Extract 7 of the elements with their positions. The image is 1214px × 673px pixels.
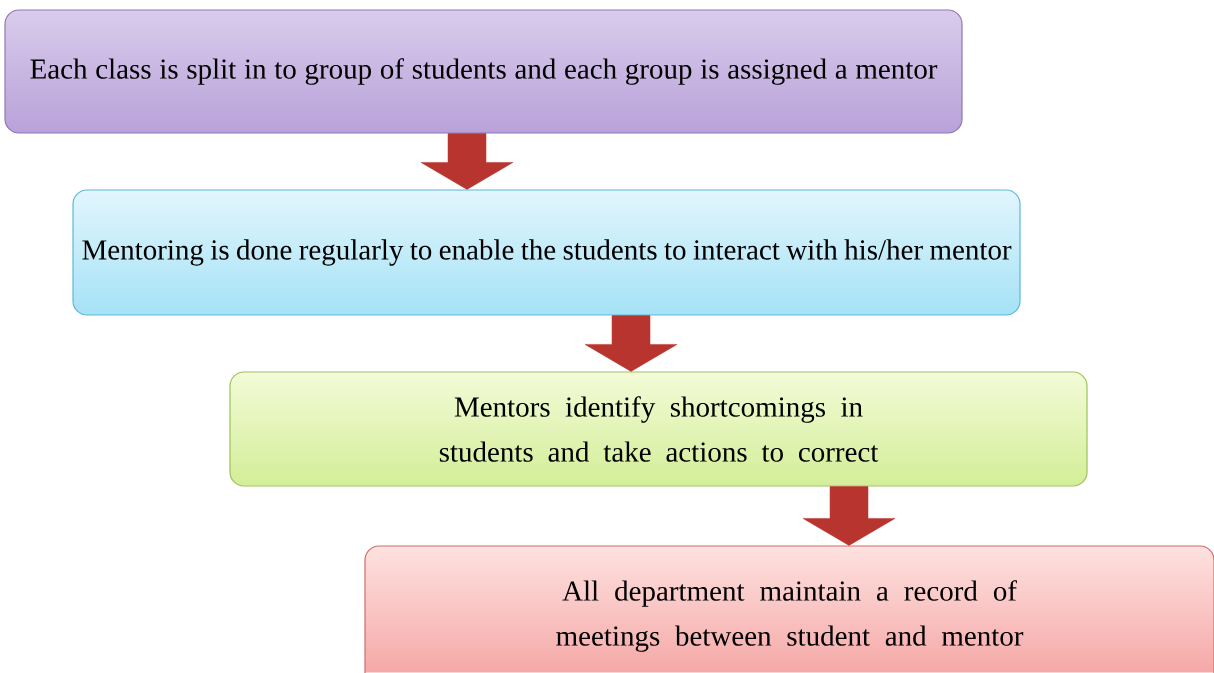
process-box: Mentors identify shortcomings in students and take actions to correct <box>229 371 1088 487</box>
process-box: Each class is split in to group of students and each group is assigned a mentor <box>4 9 963 134</box>
process-box: All department maintain a record of meetings between student and mentor <box>364 545 1214 673</box>
block-arrow <box>420 133 514 190</box>
block-arrow <box>584 315 678 372</box>
block-arrow <box>802 486 896 546</box>
process-box: Mentoring is done regularly to enable the students to interact with his/her mentor <box>72 189 1021 316</box>
